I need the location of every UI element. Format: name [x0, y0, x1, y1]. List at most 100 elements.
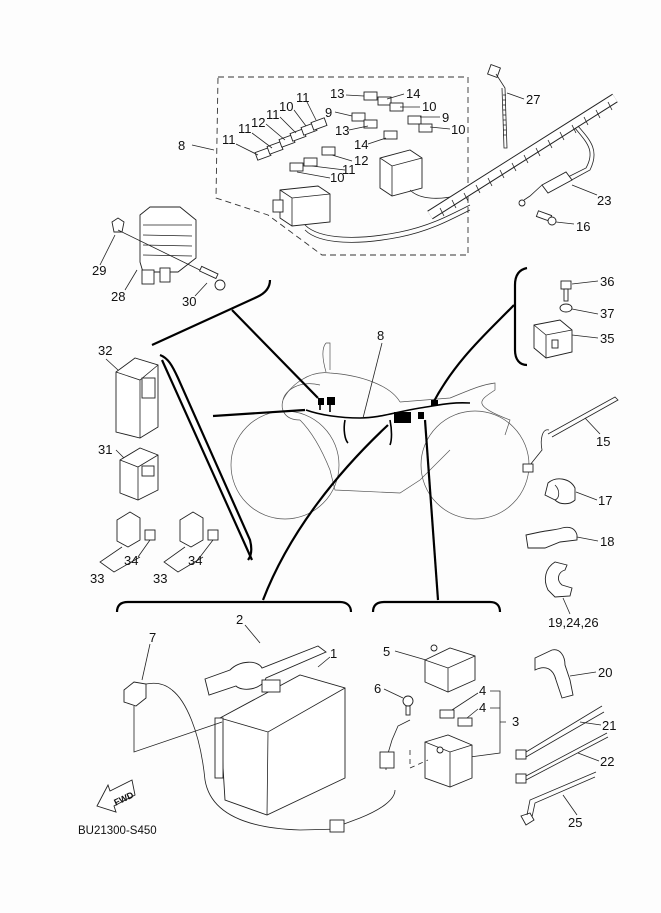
- cable-tie-27[interactable]: [487, 64, 508, 149]
- lead-23[interactable]: [518, 125, 595, 207]
- connector-marker: [318, 398, 324, 405]
- callout-6[interactable]: 6: [374, 681, 381, 696]
- callout-10b[interactable]: 10: [330, 170, 344, 185]
- sensor-35[interactable]: [533, 319, 573, 359]
- fuse-4a[interactable]: [439, 709, 455, 719]
- callout-4a[interactable]: 4: [479, 683, 486, 698]
- callout-14a[interactable]: 14: [406, 86, 420, 101]
- fuse-14a[interactable]: [377, 96, 392, 106]
- fuse-14b[interactable]: [383, 130, 398, 140]
- washer-37[interactable]: [559, 303, 573, 313]
- fuse-12b[interactable]: [321, 146, 336, 156]
- callout-23[interactable]: 23: [597, 193, 611, 208]
- cable-tie-21[interactable]: [515, 705, 605, 760]
- callout-10c[interactable]: 10: [422, 99, 436, 114]
- callout-13a[interactable]: 13: [330, 86, 344, 101]
- callout-8-center[interactable]: 8: [377, 328, 384, 343]
- connector-plug[interactable]: [329, 789, 396, 833]
- callout-13b[interactable]: 13: [335, 123, 349, 138]
- leader-brace-left: [159, 353, 253, 561]
- callout-27[interactable]: 27: [526, 92, 540, 107]
- battery-band-2[interactable]: [204, 645, 327, 696]
- callout-12a[interactable]: 12: [251, 115, 265, 130]
- callout-36[interactable]: 36: [600, 274, 614, 289]
- clamp-19-24-26[interactable]: [544, 561, 573, 598]
- fuse-10b[interactable]: [289, 162, 304, 172]
- callout-17[interactable]: 17: [598, 493, 612, 508]
- fuse-11e[interactable]: [303, 157, 318, 167]
- clamp-18[interactable]: [525, 526, 578, 549]
- callout-30[interactable]: 30: [182, 294, 196, 309]
- callout-12b[interactable]: 12: [354, 153, 368, 168]
- main-harness-wrap[interactable]: [427, 93, 618, 220]
- leader-sensor: [431, 304, 515, 406]
- fuse-34a[interactable]: [144, 529, 156, 541]
- callout-8-top[interactable]: 8: [178, 138, 185, 153]
- callout-11d[interactable]: 11: [296, 90, 310, 105]
- fuse-34b[interactable]: [207, 529, 219, 541]
- battery-cable-cover-7[interactable]: [123, 681, 341, 831]
- callout-7[interactable]: 7: [149, 630, 156, 645]
- fuse-box-left[interactable]: [272, 185, 331, 227]
- rectifier-regulator-28[interactable]: [139, 206, 197, 285]
- callout-4b[interactable]: 4: [479, 700, 486, 715]
- bolt-36[interactable]: [560, 280, 572, 302]
- relay-31[interactable]: [119, 447, 159, 501]
- callout-2[interactable]: 2: [236, 612, 243, 627]
- fuse-9b[interactable]: [407, 115, 422, 125]
- relay-cover-5[interactable]: [424, 644, 476, 693]
- fuse-10d[interactable]: [418, 123, 433, 133]
- starter-relay-3[interactable]: [424, 734, 473, 788]
- callout-16[interactable]: 16: [576, 219, 590, 234]
- bolt-6[interactable]: [402, 695, 414, 716]
- callout-11c[interactable]: 11: [266, 107, 280, 122]
- callout-9a[interactable]: 9: [325, 105, 332, 120]
- fuse-13b[interactable]: [363, 119, 378, 129]
- callout-37[interactable]: 37: [600, 306, 614, 321]
- fuse-box-right[interactable]: [379, 149, 423, 197]
- fuse-13a[interactable]: [363, 91, 378, 101]
- callout-22[interactable]: 22: [600, 754, 614, 769]
- fuse-9a[interactable]: [351, 112, 366, 122]
- cable-tie-22[interactable]: [515, 732, 609, 784]
- battery-1[interactable]: [214, 674, 346, 816]
- fuse-11d[interactable]: [310, 117, 328, 131]
- bolt-30[interactable]: [198, 265, 226, 291]
- wire-harness-group: 8 11 11 12 11 10 11 10 11 12: [178, 76, 471, 256]
- callout-5[interactable]: 5: [383, 644, 390, 659]
- callout-11a[interactable]: 11: [222, 132, 236, 147]
- callout-34b[interactable]: 34: [188, 553, 202, 568]
- clamp-17[interactable]: [544, 478, 576, 505]
- callout-19-24-26[interactable]: 19,24,26: [548, 615, 599, 630]
- callout-28[interactable]: 28: [111, 289, 125, 304]
- callout-10d[interactable]: 10: [451, 122, 465, 137]
- relay-assembly-33b[interactable]: [179, 511, 219, 548]
- ecu-unit-32[interactable]: [115, 357, 159, 439]
- clamp-20[interactable]: [534, 649, 574, 699]
- cable-tie-25[interactable]: [520, 771, 597, 826]
- callout-21[interactable]: 21: [602, 718, 616, 733]
- rear-wheel: [420, 410, 530, 520]
- clip-29[interactable]: [111, 217, 125, 233]
- callout-1[interactable]: 1: [330, 646, 337, 661]
- screw-16[interactable]: [535, 210, 557, 226]
- callout-18[interactable]: 18: [600, 534, 614, 549]
- callout-15[interactable]: 15: [596, 434, 610, 449]
- fuse-4b[interactable]: [457, 717, 473, 727]
- callout-14b[interactable]: 14: [354, 137, 368, 152]
- callout-29[interactable]: 29: [92, 263, 106, 278]
- callout-34a[interactable]: 34: [124, 553, 138, 568]
- callout-35[interactable]: 35: [600, 331, 614, 346]
- callout-20[interactable]: 20: [598, 665, 612, 680]
- callout-11e[interactable]: 11: [342, 162, 356, 177]
- callout-10a[interactable]: 10: [279, 99, 293, 114]
- callout-9b[interactable]: 9: [442, 110, 449, 125]
- callout-33a[interactable]: 33: [90, 571, 104, 586]
- callout-25[interactable]: 25: [568, 815, 582, 830]
- callout-31[interactable]: 31: [98, 442, 112, 457]
- callout-3[interactable]: 3: [512, 714, 519, 729]
- callout-33b[interactable]: 33: [153, 571, 167, 586]
- callout-32[interactable]: 32: [98, 343, 112, 358]
- relay-assembly-33a[interactable]: [116, 511, 156, 548]
- callout-11b[interactable]: 11: [238, 121, 252, 136]
